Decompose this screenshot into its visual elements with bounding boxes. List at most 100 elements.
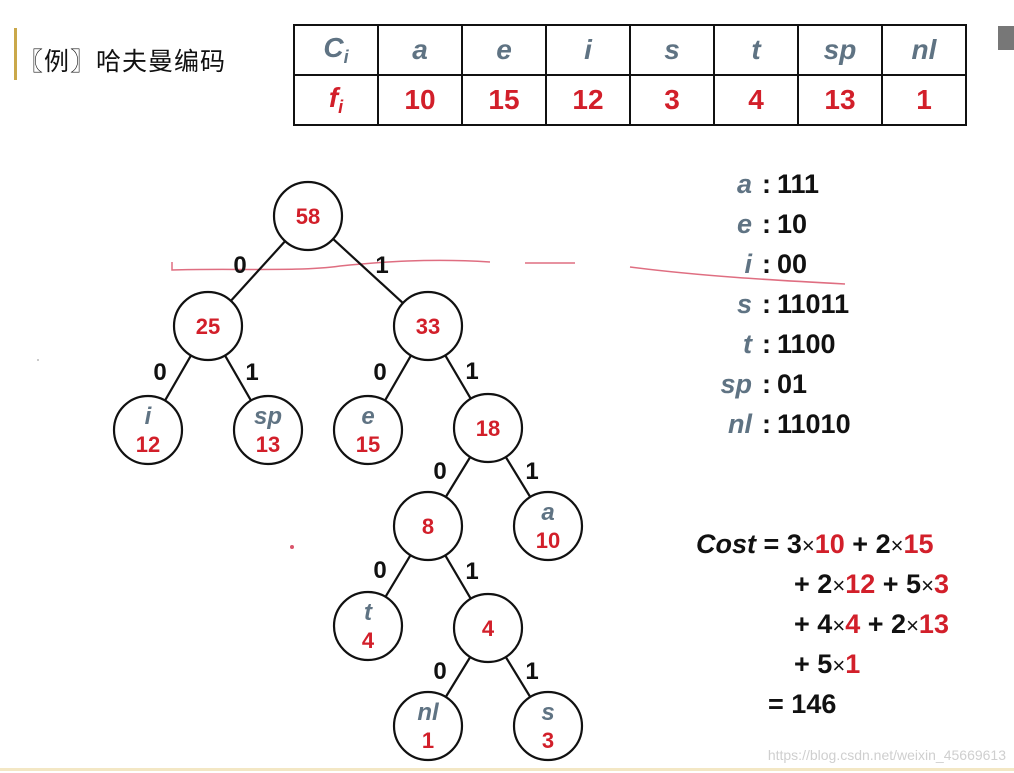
leaf-node: s3 <box>512 690 584 762</box>
code-row: a:111 <box>690 164 851 204</box>
edge-bit-label: 0 <box>233 252 246 279</box>
edge-bit-label: 1 <box>465 558 478 585</box>
node-symbol: a <box>541 499 554 526</box>
node-weight: 10 <box>536 528 560 553</box>
cost-line-1: Cost = 3×10 + 2×15 <box>696 529 934 559</box>
node-weight: 18 <box>476 416 500 441</box>
tree-edge <box>504 656 532 698</box>
tree-edge <box>224 354 252 402</box>
node-circle <box>452 592 524 664</box>
watermark: https://blog.csdn.net/weixin_45669613 <box>767 747 1006 763</box>
code-symbol: s <box>736 289 752 319</box>
code-symbol: e <box>736 209 752 239</box>
title-accent-bar <box>14 28 17 80</box>
edge-bit-label: 0 <box>373 557 386 584</box>
symbol-cell: a <box>377 24 463 76</box>
edge-bit-label: 0 <box>433 658 446 685</box>
code-row: e:10 <box>690 204 851 244</box>
code-value: 11010 <box>777 409 851 439</box>
symbol-cell: e <box>461 24 547 76</box>
leaf-node: i12 <box>112 394 184 466</box>
bottom-border <box>0 768 1014 771</box>
symbol-cell: i <box>545 24 631 76</box>
frequency-row-header: fi <box>293 74 379 126</box>
internal-node: 4 <box>452 592 524 664</box>
node-circle <box>112 394 184 466</box>
frequency-cell: 1 <box>881 74 967 126</box>
node-weight: 3 <box>542 728 554 753</box>
code-row: nl:11010 <box>690 404 851 444</box>
symbol-cell: s <box>629 24 715 76</box>
node-circle <box>392 290 464 362</box>
node-circle <box>512 690 584 762</box>
cost-total: 146 <box>791 689 837 719</box>
node-weight: 8 <box>422 514 434 539</box>
cost-term: 2×15 <box>875 529 934 559</box>
edge-bit-label: 1 <box>525 458 538 485</box>
node-weight: 15 <box>356 432 380 457</box>
code-symbol: i <box>744 249 752 279</box>
symbol-cell: nl <box>881 24 967 76</box>
leaf-node: e15 <box>332 394 404 466</box>
node-weight: 33 <box>416 314 440 339</box>
frequency-cell: 3 <box>629 74 715 126</box>
internal-node: 25 <box>172 290 244 362</box>
symbol-row-header: Ci <box>293 24 379 76</box>
code-row: s:11011 <box>690 284 851 324</box>
node-symbol: sp <box>254 403 282 430</box>
node-circle <box>172 290 244 362</box>
node-circle <box>452 392 524 464</box>
leaf-node: nl1 <box>392 690 464 762</box>
internal-node: 33 <box>392 290 464 362</box>
internal-node: 58 <box>272 180 344 252</box>
node-symbol: nl <box>417 699 440 726</box>
node-weight: 4 <box>362 628 375 653</box>
code-value: 1100 <box>777 329 836 359</box>
annotation-stroke <box>171 259 846 285</box>
tree-edge <box>230 240 286 302</box>
node-weight: 13 <box>256 432 280 457</box>
cost-term: 4×4 <box>817 609 861 639</box>
annotation-dot <box>290 545 294 549</box>
edge-bit-label: 1 <box>525 658 538 685</box>
tree-edge <box>444 456 472 498</box>
cost-term: 5×3 <box>906 569 949 599</box>
frequency-cell: 10 <box>377 74 463 126</box>
tree-edge <box>444 554 472 600</box>
page-title: 〖例〗哈夫曼编码 <box>18 47 227 76</box>
edge-bit-label: 1 <box>375 252 388 279</box>
node-symbol: i <box>145 403 153 430</box>
node-weight: 58 <box>296 204 320 229</box>
node-circle <box>512 490 584 562</box>
edge-bit-label: 1 <box>245 359 258 386</box>
edge-bit-label: 1 <box>465 358 478 385</box>
node-circle <box>392 690 464 762</box>
frequency-table: Ci a e i s t sp nl fi 10 15 12 3 4 13 1 <box>293 24 967 126</box>
code-symbol: a <box>736 169 752 199</box>
node-symbol: e <box>361 403 374 430</box>
tree-edge <box>384 554 412 598</box>
edge-bit-label: 0 <box>433 458 446 485</box>
symbol-cell: t <box>713 24 799 76</box>
code-symbol: sp <box>720 369 752 399</box>
node-circle <box>332 394 404 466</box>
tree-edge <box>164 354 192 402</box>
symbol-cell: sp <box>797 24 883 76</box>
edge-bit-label: 0 <box>153 359 166 386</box>
frequency-cell: 12 <box>545 74 631 126</box>
symbol-row: Ci a e i s t sp nl <box>293 24 967 76</box>
internal-node: 18 <box>452 392 524 464</box>
code-row: sp:01 <box>690 364 851 404</box>
leaf-node: t4 <box>332 590 404 662</box>
edge-bit-label: 0 <box>373 359 386 386</box>
annotation-dot <box>37 359 39 361</box>
tree-edge <box>444 656 472 698</box>
frequency-cell: 4 <box>713 74 799 126</box>
node-symbol: t <box>364 599 373 626</box>
code-symbol: nl <box>728 409 752 439</box>
cost-term: 2×12 <box>817 569 876 599</box>
tree-edge <box>444 354 472 400</box>
code-row: t:1100 <box>690 324 851 364</box>
